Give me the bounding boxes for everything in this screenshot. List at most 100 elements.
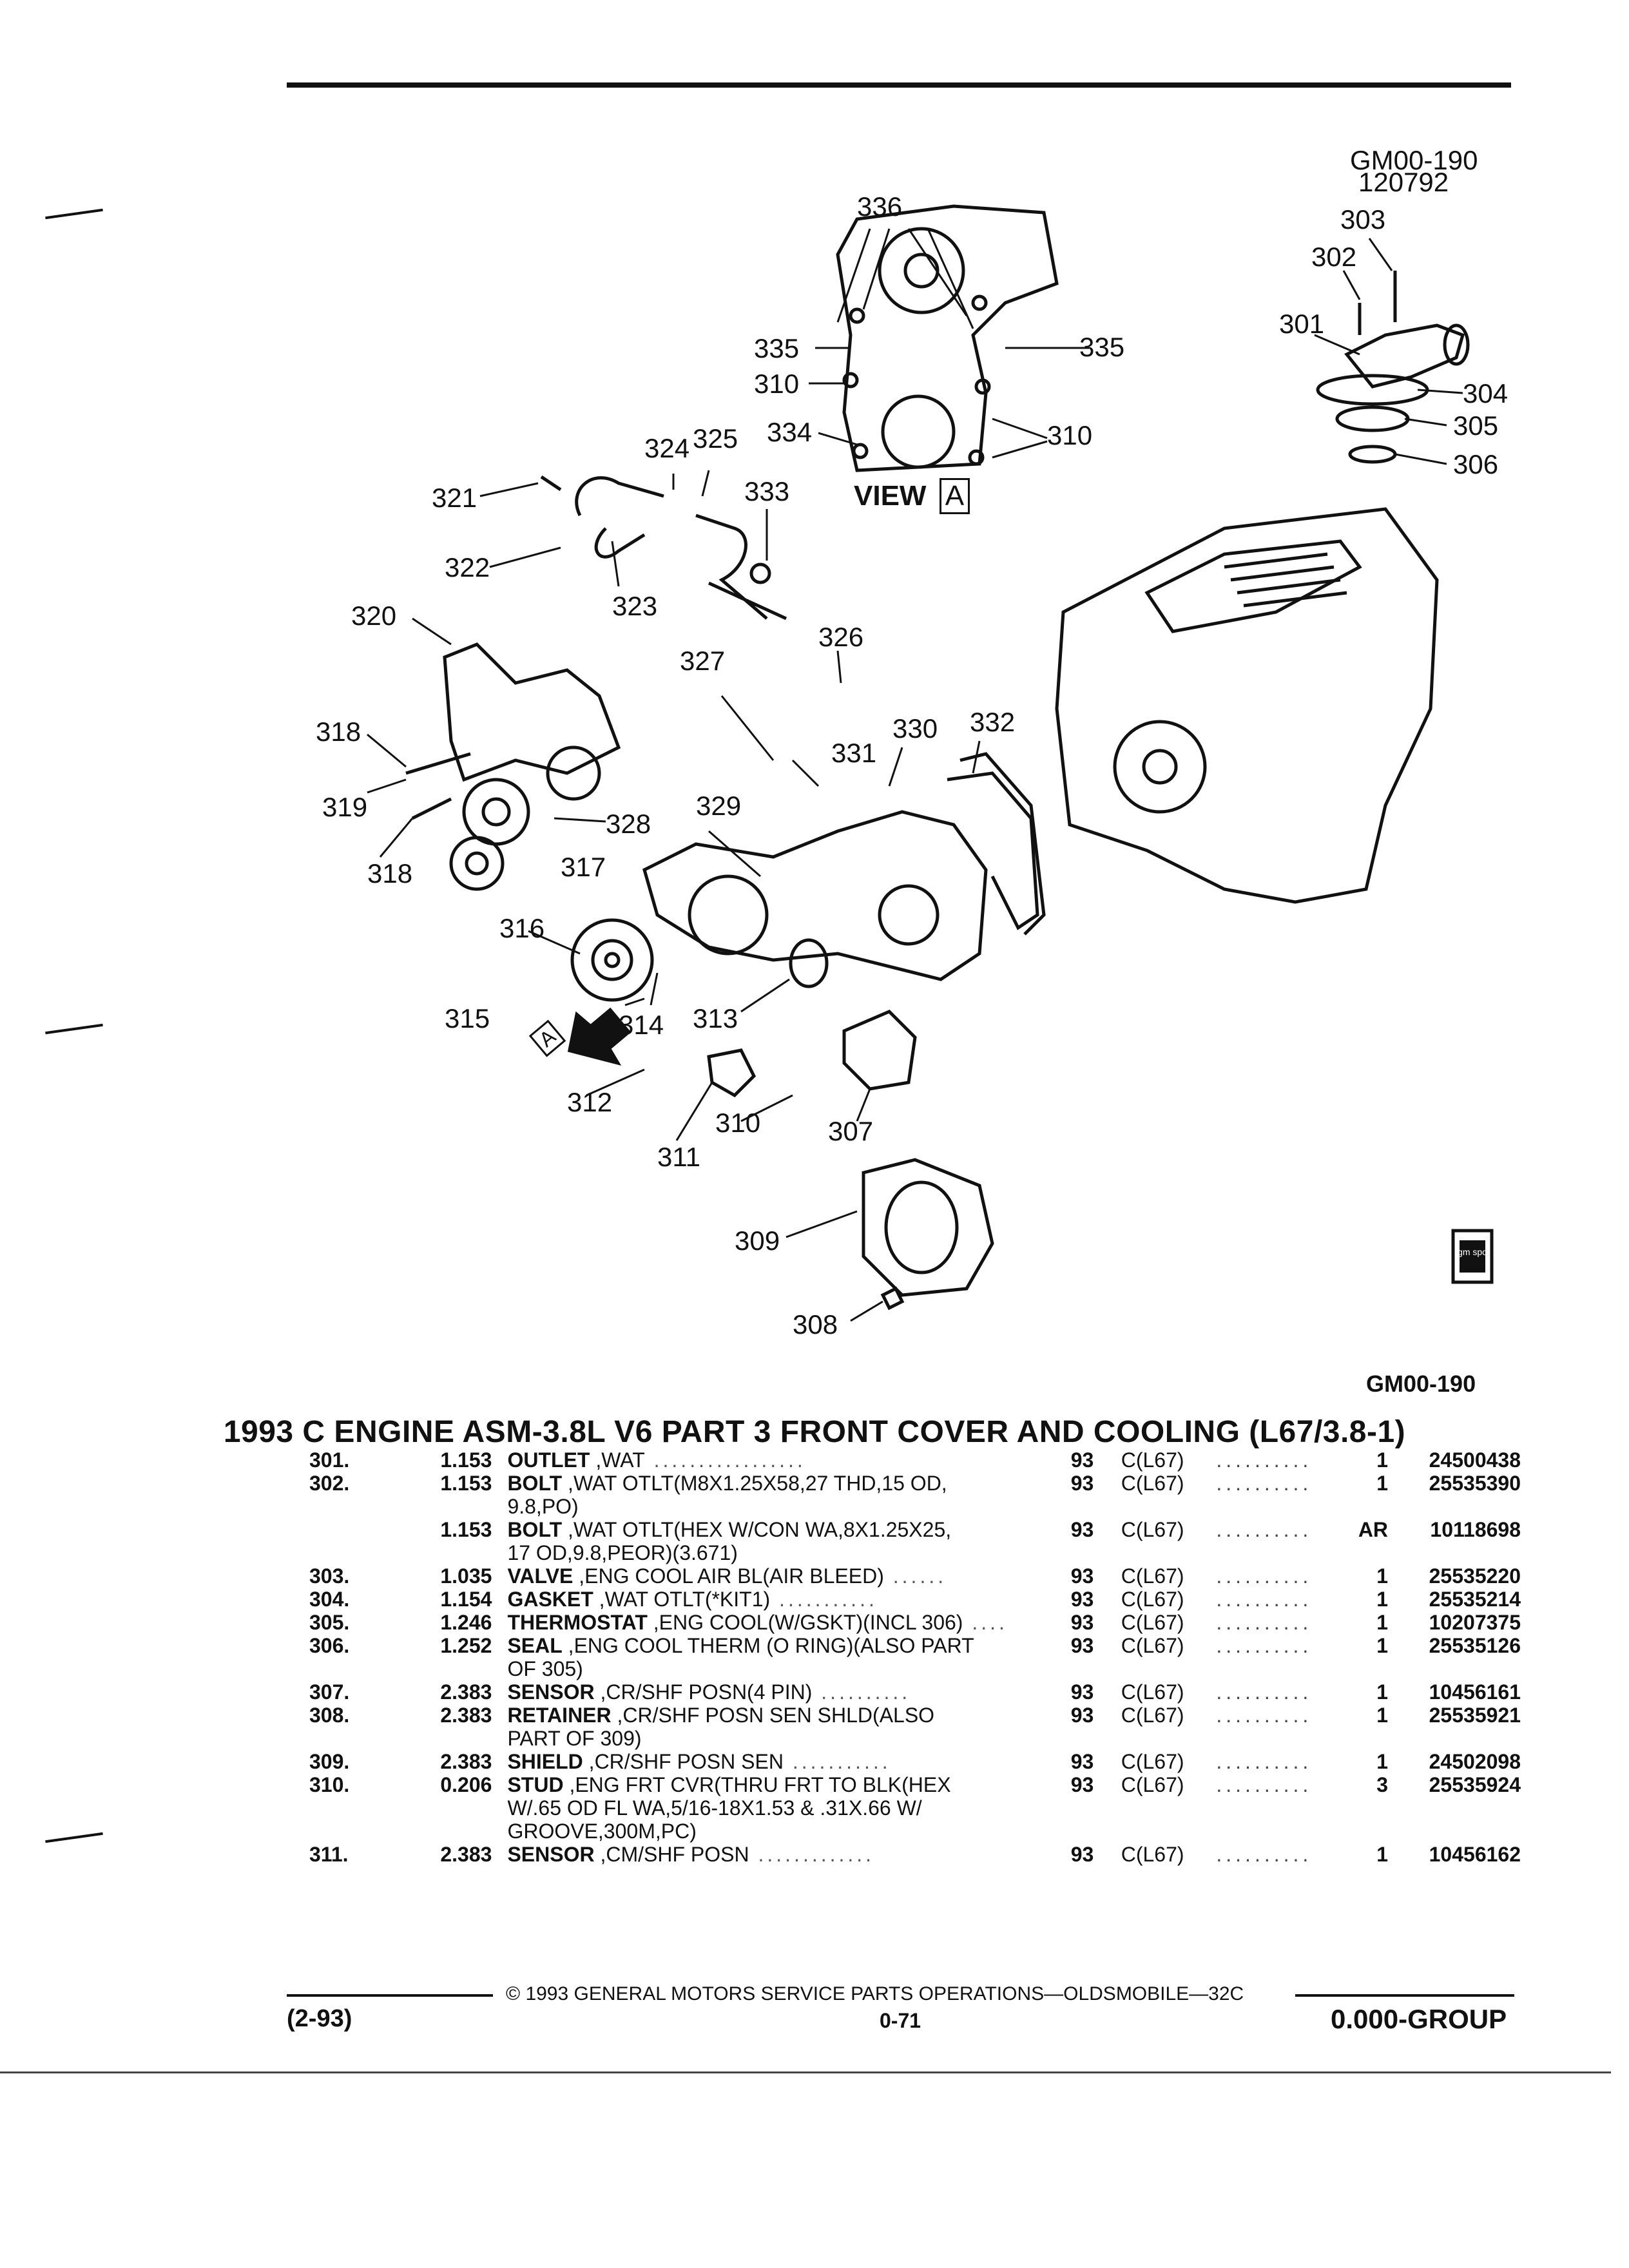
part-qty: AR	[1358, 1518, 1389, 1541]
callout-318-top: 318	[316, 716, 361, 747]
leader-dots: ......	[883, 1564, 947, 1588]
callout-317: 317	[561, 852, 606, 882]
part-year: 93	[1070, 1518, 1094, 1541]
part-qty: 1	[1376, 1448, 1389, 1472]
part-description: SENSOR ,CR/SHF POSN(4 PIN) ..........	[507, 1680, 1070, 1704]
part-year: 93	[1070, 1704, 1094, 1727]
part-model: C(L67)	[1121, 1588, 1184, 1611]
leader-dots: ...........	[783, 1750, 891, 1773]
callout-323: 323	[612, 591, 658, 621]
callout-332: 332	[970, 707, 1016, 737]
leader-lines	[367, 228, 1463, 1322]
part-desc-continuation: W/.65 OD FL WA,5/16-18X1.53 & .31X.66 W/	[507, 1796, 922, 1820]
part-ref-no: 305.	[309, 1611, 350, 1634]
part-year: 93	[1070, 1588, 1094, 1611]
part-group-no: 2.383	[440, 1704, 492, 1727]
callout-319: 319	[322, 792, 368, 822]
callout-330: 330	[892, 713, 938, 744]
part-number: 24502098	[1429, 1750, 1521, 1773]
callout-304: 304	[1463, 378, 1509, 408]
callout-321: 321	[432, 483, 477, 513]
part-name: STUD	[507, 1773, 564, 1796]
callout-326: 326	[818, 622, 864, 652]
part-description: BOLT ,WAT OTLT(M8X1.25X58,27 THD,15 OD,9…	[507, 1472, 1070, 1518]
part-desc-continuation: 9.8,PO)	[507, 1495, 579, 1518]
leader-dots: ....	[963, 1611, 1008, 1634]
margin-mark	[45, 1832, 103, 1843]
callout-310-right: 310	[1047, 420, 1093, 450]
callout-309: 309	[735, 1225, 780, 1256]
leader-dots: ..........	[1216, 1750, 1313, 1773]
part-qty: 1	[1376, 1634, 1389, 1657]
part-description: VALVE ,ENG COOL AIR BL(AIR BLEED) ......	[507, 1564, 1070, 1588]
front-cover-view-a	[836, 204, 1059, 472]
view-arrow	[567, 1007, 631, 1066]
leader-dots: .................	[644, 1448, 806, 1472]
callout-307: 307	[828, 1116, 874, 1146]
parts-row: 310. 0.206 STUD ,ENG FRT CVR(THRU FRT TO B…	[309, 1773, 1521, 1843]
part-qty: 1	[1376, 1611, 1389, 1634]
callout-313: 313	[693, 1003, 738, 1033]
part-ref-no: 306.	[309, 1634, 350, 1657]
part-ref-no	[309, 1518, 403, 1564]
part-desc-line1: ,CR/SHF POSN SEN SHLD(ALSO	[617, 1704, 935, 1727]
view-label-text: VIEW	[854, 480, 927, 512]
part-description: THERMOSTAT ,ENG COOL(W/GSKT)(INCL 306) .…	[507, 1611, 1070, 1634]
callout-328: 328	[606, 809, 651, 839]
part-year: 93	[1070, 1680, 1094, 1704]
callout-316: 316	[499, 913, 545, 943]
part-ref-no: 311.	[309, 1843, 349, 1866]
part-name: BOLT	[507, 1472, 563, 1495]
part-number: 25535390	[1429, 1472, 1521, 1495]
part-group-no: 2.383	[440, 1750, 492, 1773]
page-number: 0-71	[880, 2009, 921, 2032]
part-name: SENSOR	[507, 1843, 595, 1866]
part-ref-no: 310.	[309, 1773, 350, 1796]
callout-329: 329	[696, 791, 742, 821]
part-model: C(L67)	[1121, 1634, 1184, 1657]
leader-dots: ..........	[1216, 1472, 1313, 1495]
part-name: GASKET	[507, 1588, 593, 1611]
callout-336: 336	[857, 191, 903, 222]
leader-dots: ..........	[1216, 1843, 1313, 1866]
part-year: 93	[1070, 1448, 1094, 1472]
callout-335-left: 335	[754, 333, 800, 363]
callout-305: 305	[1453, 410, 1499, 441]
part-desc-line1: ,CR/SHF POSN(4 PIN)	[600, 1680, 813, 1704]
part-number: 10207375	[1429, 1611, 1521, 1634]
part-year: 93	[1070, 1634, 1094, 1657]
thermostat-housing	[1316, 271, 1470, 464]
part-description: GASKET ,WAT OTLT(*KIT1) ...........	[507, 1588, 1070, 1611]
leader-dots: ..........	[1216, 1634, 1313, 1657]
part-qty: 1	[1376, 1704, 1389, 1727]
callout-315: 315	[445, 1003, 490, 1033]
part-model: C(L67)	[1121, 1680, 1184, 1704]
gm-spo-logo	[1451, 1229, 1494, 1284]
part-group-no: 1.153	[440, 1518, 492, 1541]
bottom-rule	[0, 2071, 1611, 2073]
leader-dots: ..........	[1216, 1588, 1313, 1611]
callout-308: 308	[793, 1309, 838, 1340]
callout-318-bottom: 318	[367, 858, 413, 889]
part-description: SENSOR ,CM/SHF POSN .............	[507, 1843, 1070, 1866]
part-ref-no: 301.	[309, 1448, 350, 1472]
part-name: THERMOSTAT	[507, 1611, 648, 1634]
part-name: BOLT	[507, 1518, 563, 1541]
part-group-no: 0.206	[440, 1773, 492, 1796]
part-desc-continuation: 17 OD,9.8,PEOR)(3.671)	[507, 1541, 738, 1564]
part-qty: 3	[1376, 1773, 1389, 1796]
part-desc-line1: ,ENG COOL(W/GSKT)(INCL 306)	[653, 1611, 963, 1634]
part-description: SHIELD ,CR/SHF POSN SEN ...........	[507, 1750, 1070, 1773]
part-model: C(L67)	[1121, 1750, 1184, 1773]
part-group-no: 1.153	[440, 1448, 492, 1472]
callout-310-top: 310	[754, 369, 800, 399]
part-year: 93	[1070, 1472, 1094, 1495]
